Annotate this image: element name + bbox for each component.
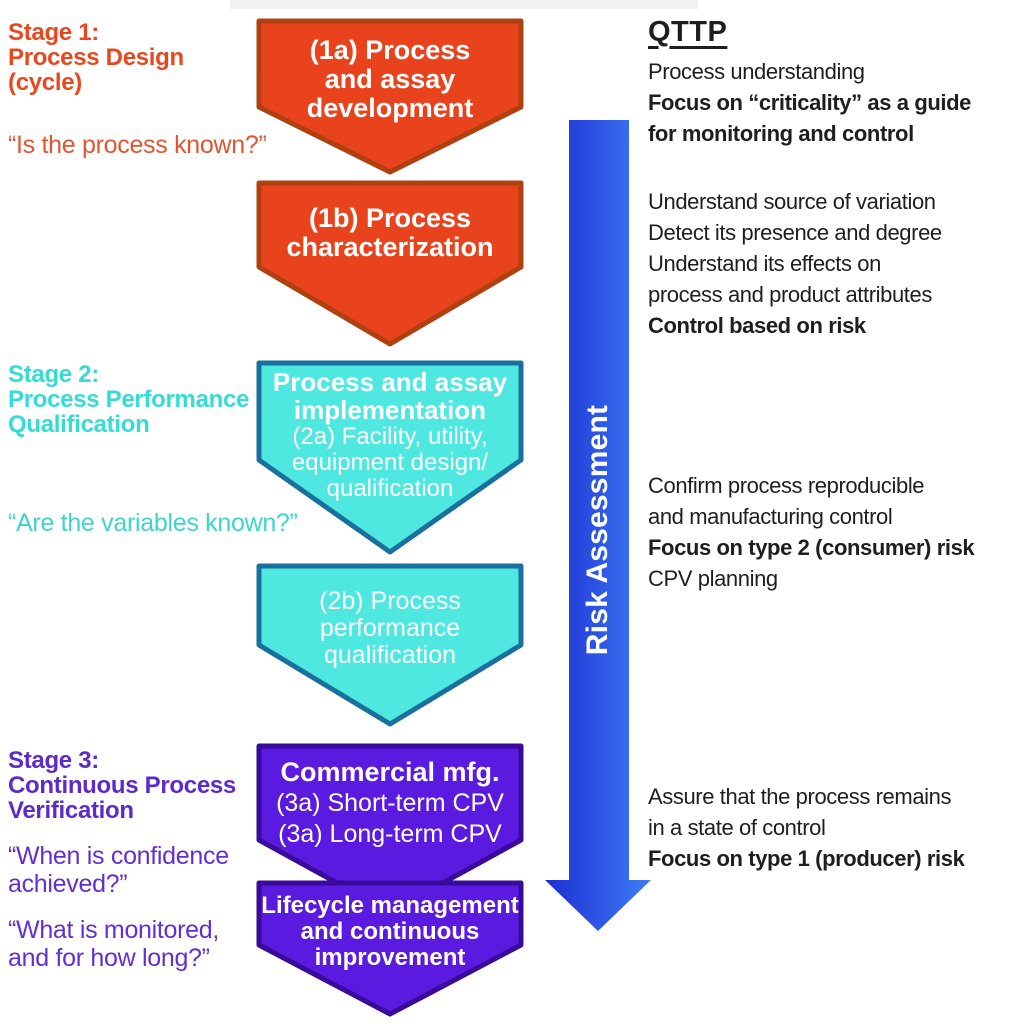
qttp-block3-line4: CPV planning [648,566,778,591]
qttp-block4-line1: Assure that the process remains [648,784,952,809]
qttp-block3-line2: and manufacturing control [648,504,893,529]
flow-box-2b-line2: performance [319,614,461,642]
flow-box-lifecycle-line3: improvement [314,944,466,971]
qttp-block1-line2: Focus on “criticality” as a guide [648,90,971,115]
stage2-heading-line2: Process Performance [8,386,250,413]
stage3-heading: Stage 3: Continuous Process Verification [8,748,236,823]
flow-box-lifecycle-line1: Lifecycle management [261,892,519,919]
stage3-question-1: “When is confidence achieved?” [8,842,229,898]
flow-box-1b-line1: (1b) Process [308,203,472,233]
qttp-block4-line2: in a state of control [648,815,826,840]
stage1-question: “Is the process known?” [8,131,267,159]
flow-box-3a-line2: (3a) Short-term CPV [276,789,504,817]
stage1-heading-line3: (cycle) [8,69,82,96]
stage2-heading-line3: Qualification [8,411,150,438]
flow-box-1b-shape [256,180,524,347]
flow-box-1a-line3: development [306,93,474,123]
flow-box-2b-shape [256,563,524,727]
flow-box-2a-line1: Process and assay [272,367,508,397]
qttp-block-2: Understand source of variation Detect it… [648,186,1011,341]
flow-box-1b-label: (1b) Process characterization [256,204,524,262]
flow-box-1a-line2: and assay [324,64,456,94]
qttp-block1-line1: Process understanding [648,59,865,84]
flow-box-2a-line3: (2a) Facility, utility, [292,423,488,450]
qttp-block-1: Process understanding Focus on “critical… [648,56,1011,149]
qttp-block-4: Assure that the process remains in a sta… [648,781,1011,874]
flow-box-2a-label: Process and assay implementation (2a) Fa… [256,368,524,502]
flow-box-3a-label: Commercial mfg. (3a) Short-term CPV (3a)… [256,757,524,850]
flow-box-3a-line3: (3a) Long-term CPV [278,820,502,848]
stage2-question-line1: “Are the variables known?” [8,509,298,537]
flow-box-1b-line2: characterization [286,232,494,262]
flow-box-1a-shape [256,18,524,175]
flow-box-lifecycle-label: Lifecycle management and continuous impr… [256,893,524,971]
flow-box-1a-line1: (1a) Process [309,35,471,65]
flow-box-2a-line5: qualification [326,475,454,502]
stage2-question: “Are the variables known?” [8,509,298,537]
stage3-heading-line1: Stage 3: [8,747,99,774]
stage1-question-line1: “Is the process known?” [8,131,267,159]
qttp-block4-line3: Focus on type 1 (producer) risk [648,846,965,871]
flow-box-2a-shape [256,360,524,555]
qttp-block3-line3: Focus on type 2 (consumer) risk [648,535,975,560]
stage1-heading: Stage 1: Process Design (cycle) [8,20,184,95]
flow-box-2b-label: (2b) Process performance qualification [256,588,524,669]
stage1-heading-line2: Process Design [8,44,184,71]
stage1-heading-line1: Stage 1: [8,19,99,46]
qttp-block-3: Confirm process reproducible and manufac… [648,470,1011,594]
flow-box-1a-label: (1a) Process and assay development [256,36,524,123]
qttp-block2-line3: Understand its effects on [648,251,881,276]
qttp-block2-line2: Detect its presence and degree [648,220,942,245]
top-strip [230,0,698,9]
qttp-heading: QTTP [648,16,728,48]
qttp-block2-line4: process and product attributes [648,282,932,307]
flow-box-lifecycle-line2: and continuous [300,918,480,945]
risk-arrow-label: Risk Assessment [581,404,614,656]
qttp-block2-line1: Understand source of variation [648,189,936,214]
risk-arrow-shape [545,120,651,931]
stage3-question1-line2: achieved?” [8,870,128,898]
flow-box-2b-line3: qualification [323,641,457,669]
stage3-question-2: “What is monitored, and for how long?” [8,916,219,972]
risk-assessment-arrow [545,120,651,931]
stage3-question2-line1: “What is monitored, [8,916,220,944]
flow-box-2a-line2: implementation [293,395,487,425]
stage2-heading: Stage 2: Process Performance Qualificati… [8,362,249,437]
flow-box-3a-shape [256,743,524,915]
flow-box-2b-line1: (2b) Process [319,587,461,615]
qttp-block1-line3: for monitoring and control [648,121,914,146]
stage2-heading-line1: Stage 2: [8,361,99,388]
flow-box-lifecycle-shape [256,880,524,1017]
stage3-heading-line2: Continuous Process [8,772,236,799]
stage3-question1-line1: “When is confidence [8,842,229,870]
qttp-block2-line5: Control based on risk [648,313,866,338]
flow-box-2a-line4: equipment design/ [291,449,489,476]
flow-box-3a-line1: Commercial mfg. [280,757,500,787]
qttp-block3-line1: Confirm process reproducible [648,473,925,498]
stage3-question2-line2: and for how long?” [8,944,210,972]
stage3-heading-line3: Verification [8,797,134,824]
